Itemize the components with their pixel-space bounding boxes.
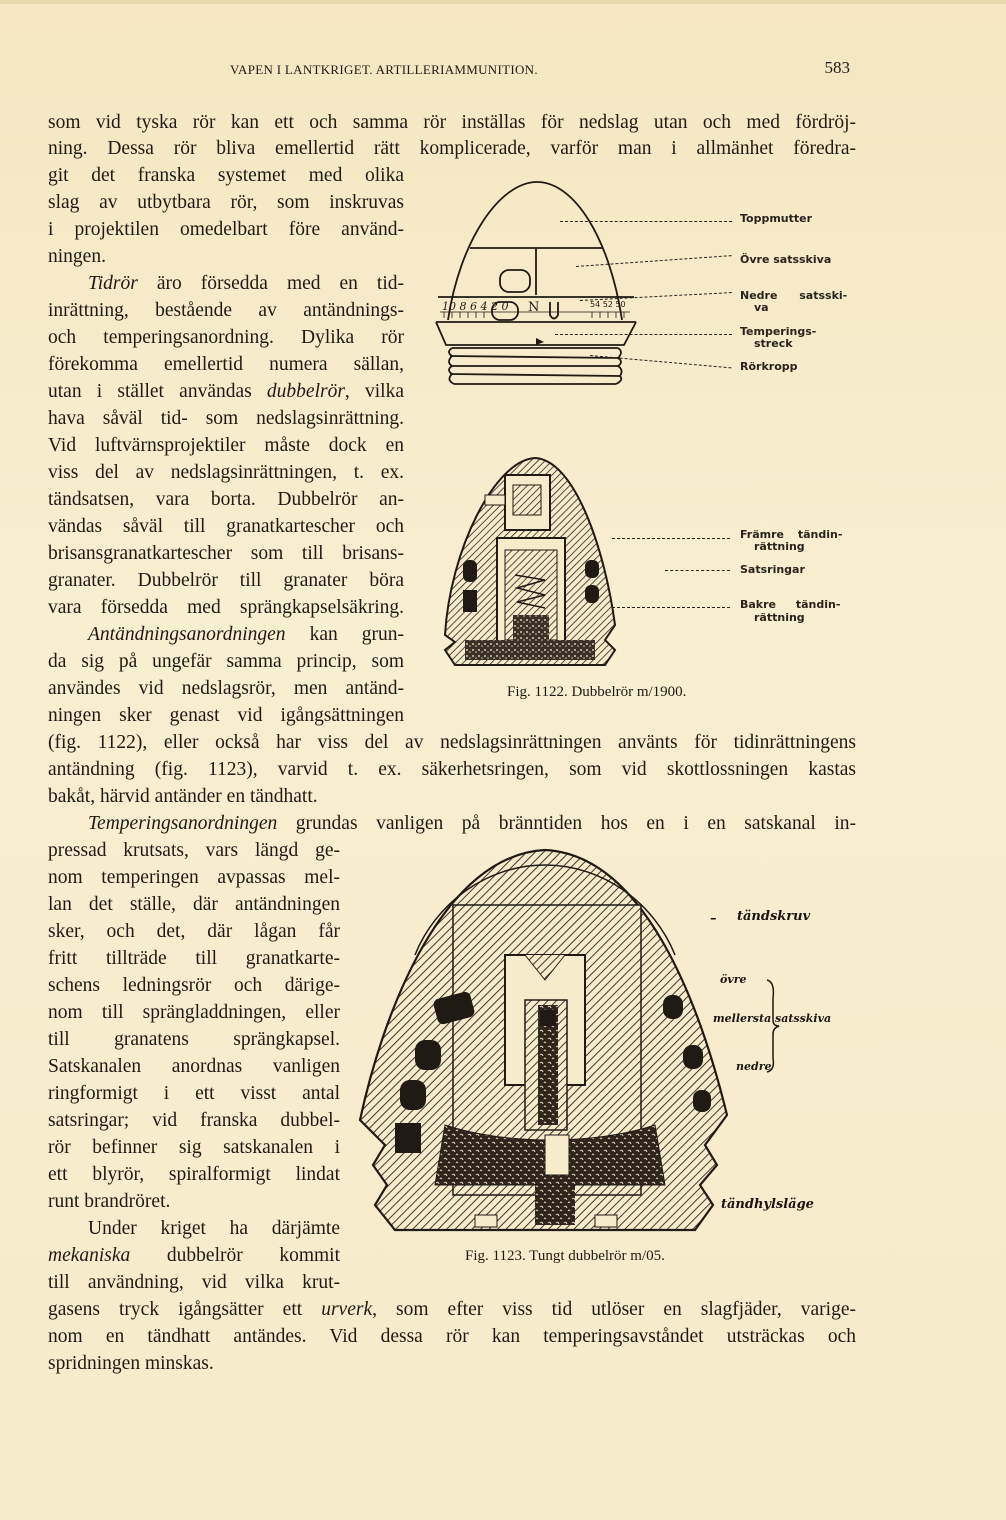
text-line: utan i stället användas dubbelrör, vilka	[48, 381, 404, 402]
text-line: lan det ställe, där antändningen	[48, 894, 340, 915]
text-line: inrättning, bestående av antändnings-	[48, 300, 404, 321]
text-line: Vid luftvärnsprojektiler måste dock en	[48, 435, 404, 456]
handwritten-label-tandskruv: tändskruv	[737, 909, 811, 924]
label-framre-cont: rättning	[754, 540, 805, 553]
text-line: ningen sker genast vid igångsättningen	[48, 705, 404, 726]
italic-term: dubbelrör	[266, 381, 345, 402]
label-ovre-satsskiva: Övre satsskiva	[740, 253, 832, 266]
label-nedre-satsskiva: Nedre satsski-	[740, 289, 848, 302]
text-line: git det franska systemet med olika	[48, 165, 404, 186]
text-line: hava såväl tid- som nedslagsinrättning.	[48, 408, 404, 429]
text-line: nom en tändhatt antändes. Vid dessa rör …	[48, 1326, 856, 1347]
heavy-fuse-cross-section-drawing	[358, 848, 729, 1232]
label-temperingsstreck: Temperings-	[740, 325, 817, 338]
leader-line	[665, 570, 730, 571]
leader-line	[560, 221, 732, 222]
handwritten-label-tandhylslage: tändhylsläge	[721, 1197, 814, 1212]
label-framre-tandinrattning: Främre tändin-	[740, 528, 843, 541]
label-bakre-tandinrattning: Bakre tändin-	[740, 598, 841, 611]
text-line: ning. Dessa rör bliva emellertid rätt ko…	[48, 138, 856, 159]
text-line: sker, och det, där lågan får	[48, 921, 340, 942]
running-head: VAPEN I LANTKRIGET. ARTILLERIAMMUNITION.	[230, 62, 538, 77]
text-line: Antändningsanordningen kan grun-	[88, 624, 404, 645]
italic-term: urverk	[321, 1299, 373, 1320]
label-bakre-cont: rättning	[754, 611, 805, 624]
text-line: Satskanalen anordnas vanligen	[48, 1056, 340, 1077]
text-line: förekomma emellertid numera sällan,	[48, 354, 404, 375]
fuse-cross-section-drawing	[443, 456, 617, 666]
text-line: till granatens sprängkapsel.	[48, 1029, 340, 1050]
scale-right-text: 54 52 50	[590, 300, 626, 309]
text-line: runt brandröret.	[48, 1191, 171, 1212]
handwritten-dash: –	[710, 911, 717, 926]
text-line: gasens tryck igångsätter ett urverk, som…	[48, 1299, 856, 1320]
text-line: nom till sprängladdningen, eller	[48, 1002, 340, 1023]
italic-term: Antändningsanordningen	[88, 624, 286, 645]
scale-left-text: 10 8 6 4 2 0	[442, 300, 508, 313]
handwritten-label-ovre: övre	[720, 973, 747, 986]
label-toppmutter: Toppmutter	[740, 212, 813, 225]
text-line: granater. Dubbelrör till granater böra	[48, 570, 404, 591]
text-line: tändsatsen, vara borta. Dubbelrör an-	[48, 489, 404, 510]
brace-icon	[766, 979, 780, 1073]
label-nedre-satsskiva-cont: va	[754, 301, 769, 314]
text-line: vara försedda med sprängkapselsäkring.	[48, 597, 404, 618]
text-line: bakåt, härvid antänder en tändhatt.	[48, 786, 318, 807]
text-line: Under kriget ha därjämte	[88, 1218, 340, 1239]
text-line: slag av utbytbara rör, som inskruvas	[48, 192, 404, 213]
text-line: (fig. 1122), eller också har viss del av…	[48, 732, 856, 753]
italic-term: Temperingsanordningen	[88, 813, 278, 834]
text-line: ett blyrör, spiralformigt lindat	[48, 1164, 340, 1185]
text-line: ringformigt i ett visst antal	[48, 1083, 340, 1104]
label-rorkropp: Rörkropp	[740, 360, 798, 373]
text-line: Tidrör äro försedda med en tid-	[88, 273, 405, 294]
leader-line	[612, 607, 730, 608]
italic-term: mekaniska	[48, 1245, 131, 1266]
text-line: da sig på ungefär samma princip, som	[48, 651, 404, 672]
text-line: pressad krutsats, vars längd ge-	[48, 840, 340, 861]
text-line: användes vid nedslagsrör, men antänd-	[48, 678, 404, 699]
handwritten-label-mellersta-satsskiva: mellersta satsskiva	[713, 1012, 832, 1025]
text-line: som vid tyska rör kan ett och samma rör …	[48, 112, 856, 133]
text-line: mekaniska dubbelrör kommit	[48, 1245, 341, 1266]
text-line: ningen.	[48, 246, 106, 267]
scale-mid-text: N	[528, 300, 539, 315]
text-line: antändning (fig. 1123), varvid t. ex. sä…	[48, 759, 856, 780]
fuse-exterior-drawing: 10 8 6 4 2 0 N 54 52 50	[435, 181, 637, 385]
text-line: satsringar; vid franska dubbel-	[48, 1110, 340, 1131]
text-line: brisansgranatkartescher som till brisans…	[48, 543, 404, 564]
label-satsringar: Satsringar	[740, 563, 805, 576]
italic-term: Tidrör	[88, 273, 138, 294]
figure-caption-1122: Fig. 1122. Dubbelrör m/1900.	[507, 684, 687, 700]
text-line: spridningen minskas.	[48, 1353, 214, 1374]
text-line: i projektilen omedelbart före använd-	[48, 219, 404, 240]
text-line: fritt tillträde till granatkarte-	[48, 948, 340, 969]
page-number: 583	[824, 58, 851, 77]
text-line: vändas såväl till granatkartescher och	[48, 516, 404, 537]
text-line: till användning, vid vilka krut-	[48, 1272, 340, 1293]
text-line: schens ledningsrör och därige-	[48, 975, 340, 996]
page-header: VAPEN I LANTKRIGET. ARTILLERIAMMUNITION.…	[230, 58, 850, 86]
leader-line	[555, 334, 732, 335]
text-line: Temperingsanordningen grundas vanligen p…	[88, 813, 856, 834]
figure-caption-1123: Fig. 1123. Tungt dubbelrör m/05.	[465, 1248, 665, 1264]
text-line: nom temperingen avpassas mel-	[48, 867, 340, 888]
leader-line	[612, 538, 730, 539]
text-line: och temperingsanordning. Dylika rör	[48, 327, 404, 348]
handwritten-label-nedre: nedre	[736, 1060, 772, 1073]
text-line: viss del av nedslagsinrättningen, t. ex.	[48, 462, 404, 483]
text-line: rör befinner sig satskanalen i	[48, 1137, 340, 1158]
page-top-edge	[0, 0, 1006, 4]
label-temperingsstreck-cont: streck	[754, 337, 793, 350]
